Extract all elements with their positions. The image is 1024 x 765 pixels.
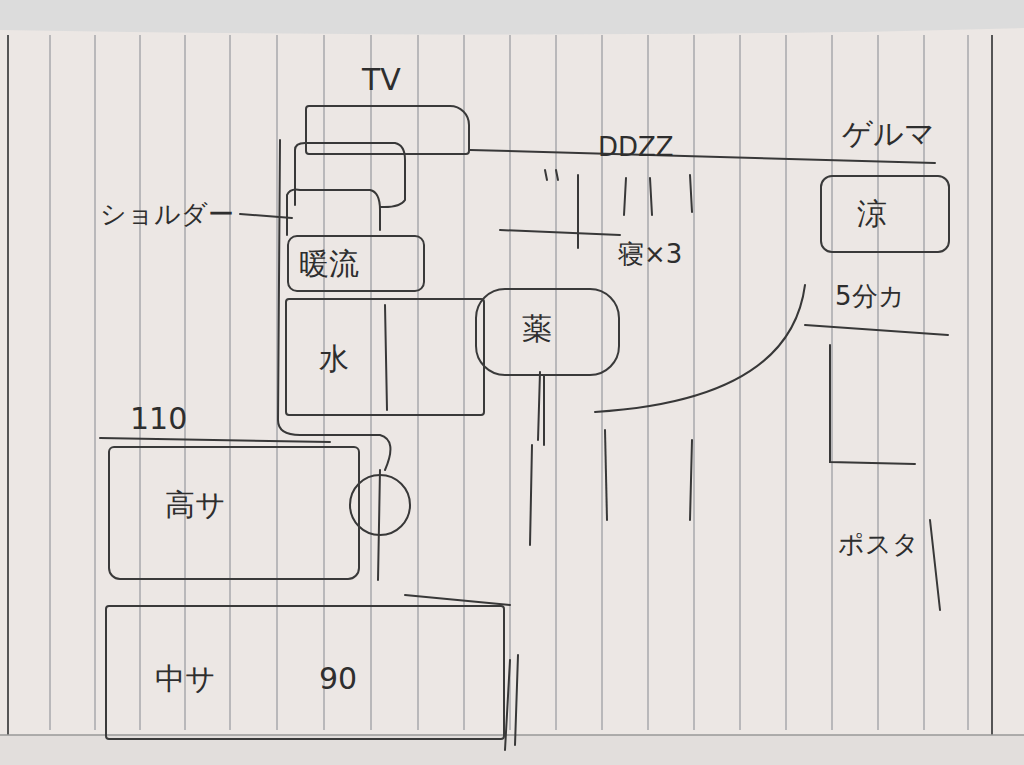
five-min-label: 5分カ	[835, 282, 905, 311]
shelf-label: 90	[319, 662, 357, 695]
water-box: 水	[285, 298, 485, 416]
rack-label: DDZZ	[598, 133, 674, 162]
medicine-box: 薬	[475, 288, 620, 376]
heater-box: 暖流	[287, 235, 425, 292]
shelf-label: 中サ	[155, 662, 216, 695]
shoulder-label: ショルダー	[100, 200, 234, 229]
water-label: 水	[319, 342, 349, 375]
tv-box: TV	[305, 105, 470, 155]
poster-label: ポスタ	[838, 530, 919, 559]
cool-label: 涼	[857, 197, 887, 230]
medicine-label: 薬	[522, 312, 552, 345]
shelf-label: 110	[130, 402, 187, 435]
middle-shelf: 中サ 90	[105, 605, 505, 740]
shelf-label: 高サ	[165, 488, 226, 521]
cool-box: ゲルマ涼	[820, 175, 950, 253]
bed-label: 寝×3	[618, 240, 682, 269]
heater-label: 暖流	[299, 247, 359, 280]
tv-label: TV	[362, 63, 401, 96]
cool-label: ゲルマ	[842, 117, 935, 150]
tall-shelf: 110高サ	[108, 446, 360, 580]
